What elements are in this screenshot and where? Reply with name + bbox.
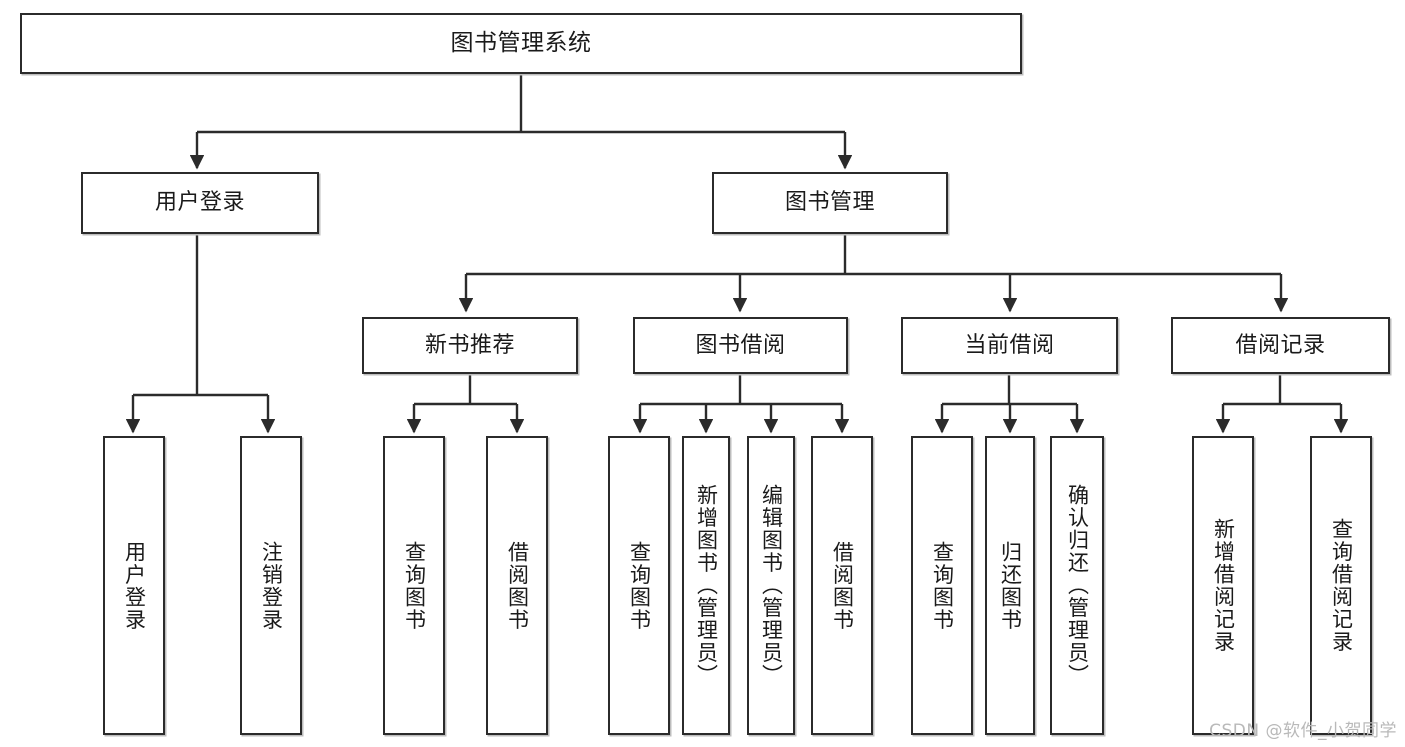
node-leaf-query-book-a-label: 查询图书 [402, 540, 427, 631]
node-leaf-logout[interactable]: 注销登录 [240, 436, 302, 735]
node-leaf-add-record-label: 新增借阅记录 [1211, 518, 1236, 653]
node-book-borrow[interactable]: 图书借阅 [633, 317, 848, 374]
node-leaf-borrow-book-a[interactable]: 借阅图书 [486, 436, 548, 735]
node-leaf-edit-book[interactable]: 编辑图书（管理员） [747, 436, 795, 735]
node-leaf-query-record-label: 查询借阅记录 [1329, 518, 1354, 653]
node-leaf-query-book-c[interactable]: 查询图书 [911, 436, 973, 735]
node-book-borrow-label: 图书借阅 [695, 332, 786, 358]
node-leaf-query-book-c-label: 查询图书 [930, 540, 955, 631]
node-borrow-record[interactable]: 借阅记录 [1171, 317, 1390, 374]
node-leaf-borrow-book-b-label: 借阅图书 [830, 540, 855, 631]
node-root[interactable]: 图书管理系统 [20, 13, 1022, 74]
node-current-borrow[interactable]: 当前借阅 [901, 317, 1118, 374]
node-book-manage-label: 图书管理 [784, 190, 875, 216]
node-current-borrow-label: 当前借阅 [964, 332, 1055, 358]
node-leaf-return-book[interactable]: 归还图书 [985, 436, 1035, 735]
node-leaf-query-record[interactable]: 查询借阅记录 [1310, 436, 1372, 735]
node-user-login[interactable]: 用户登录 [81, 172, 319, 234]
node-leaf-user-login-label: 用户登录 [122, 540, 147, 631]
node-book-manage[interactable]: 图书管理 [712, 172, 948, 234]
node-user-login-label: 用户登录 [154, 190, 245, 216]
watermark-text: CSDN @软件_小贺同学 [1209, 721, 1397, 741]
node-leaf-add-book-label: 新增图书（管理员） [694, 484, 719, 687]
node-leaf-query-book-b[interactable]: 查询图书 [608, 436, 670, 735]
node-leaf-add-record[interactable]: 新增借阅记录 [1192, 436, 1254, 735]
node-new-book-rec-label: 新书推荐 [424, 332, 515, 358]
node-leaf-return-book-label: 归还图书 [998, 540, 1023, 631]
node-leaf-confirm-return[interactable]: 确认归还（管理员） [1050, 436, 1104, 735]
node-leaf-borrow-book-b[interactable]: 借阅图书 [811, 436, 873, 735]
node-leaf-query-book-b-label: 查询图书 [627, 540, 652, 631]
node-leaf-add-book[interactable]: 新增图书（管理员） [682, 436, 730, 735]
node-leaf-edit-book-label: 编辑图书（管理员） [759, 484, 784, 687]
node-leaf-user-login[interactable]: 用户登录 [103, 436, 165, 735]
node-new-book-rec[interactable]: 新书推荐 [362, 317, 578, 374]
node-leaf-confirm-return-label: 确认归还（管理员） [1065, 484, 1090, 687]
node-leaf-borrow-book-a-label: 借阅图书 [505, 540, 530, 631]
node-leaf-query-book-a[interactable]: 查询图书 [383, 436, 445, 735]
node-borrow-record-label: 借阅记录 [1235, 332, 1326, 358]
node-leaf-logout-label: 注销登录 [259, 540, 284, 631]
node-root-label: 图书管理系统 [450, 29, 592, 56]
